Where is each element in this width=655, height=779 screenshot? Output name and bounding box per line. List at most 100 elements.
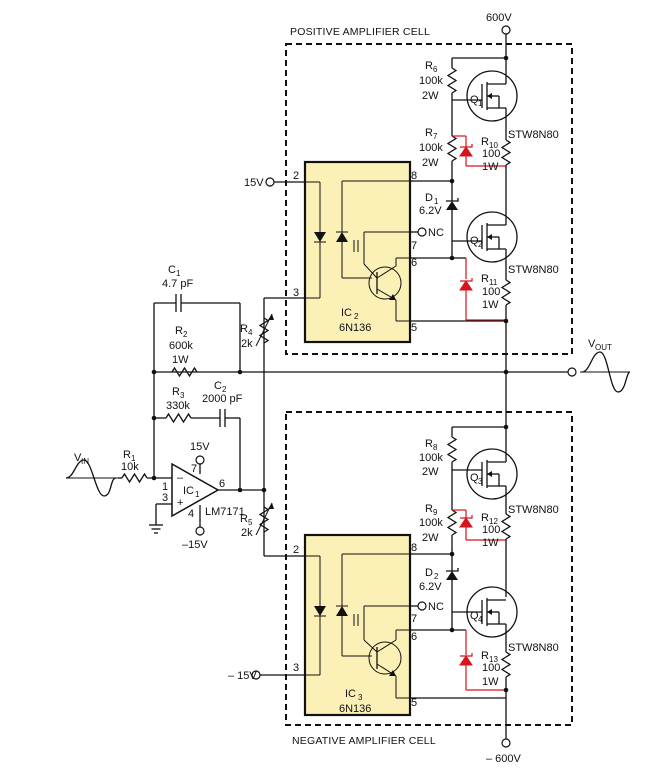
svg-text:1W: 1W <box>172 354 189 366</box>
mosfet-q1 <box>466 70 518 122</box>
svg-text:2: 2 <box>478 240 483 249</box>
svg-text:5: 5 <box>411 697 417 709</box>
svg-text:Q: Q <box>470 235 479 247</box>
resistor-r9 <box>446 509 458 536</box>
trimmer-r4 <box>258 317 270 344</box>
svg-text:R: R <box>425 60 433 72</box>
resistor-r1 <box>121 472 148 484</box>
svg-text:5: 5 <box>248 518 253 527</box>
positive-cell-outline <box>285 43 573 355</box>
zener-d2 <box>446 571 458 580</box>
svg-text:2W: 2W <box>422 90 439 102</box>
neg-hv-label: – 600V <box>486 753 522 765</box>
svg-text:STW8N80: STW8N80 <box>508 129 559 141</box>
svg-text:IC: IC <box>345 688 356 700</box>
svg-text:1: 1 <box>131 454 136 463</box>
svg-text:1: 1 <box>162 481 168 493</box>
svg-text:2W: 2W <box>422 532 439 544</box>
resistor-r12 <box>500 513 512 540</box>
zener-red-neg-2 <box>459 655 473 666</box>
svg-text:1W: 1W <box>482 537 499 549</box>
svg-text:R: R <box>481 136 489 148</box>
resistor-r6 <box>446 67 458 94</box>
svg-text:C: C <box>214 380 222 392</box>
svg-text:R: R <box>425 503 433 515</box>
svg-text:Q: Q <box>470 610 479 622</box>
svg-text:100k: 100k <box>419 142 443 154</box>
svg-text:C: C <box>168 264 176 276</box>
svg-text:100k: 100k <box>419 452 443 464</box>
svg-text:9: 9 <box>433 508 438 517</box>
svg-text:R: R <box>481 512 489 524</box>
svg-text:Q: Q <box>470 472 479 484</box>
svg-text:4: 4 <box>188 508 194 520</box>
resistor-r11 <box>500 279 512 306</box>
svg-text:330k: 330k <box>166 400 190 412</box>
svg-text:4: 4 <box>248 328 253 337</box>
svg-text:6N136: 6N136 <box>339 703 371 715</box>
negative-cell-outline <box>285 411 573 726</box>
svg-text:V: V <box>74 452 82 464</box>
svg-text:6N136: 6N136 <box>339 322 371 334</box>
svg-text:8: 8 <box>411 542 417 554</box>
svg-text:NC: NC <box>428 601 444 613</box>
svg-text:1: 1 <box>195 490 200 499</box>
svg-text:R: R <box>172 386 180 398</box>
svg-text:–15V: –15V <box>182 539 208 551</box>
zener-red-pos-1 <box>459 146 473 157</box>
pos-hv-terminal <box>501 25 511 35</box>
svg-text:8: 8 <box>433 443 438 452</box>
svg-text:1W: 1W <box>482 161 499 173</box>
svg-text:R: R <box>425 438 433 450</box>
svg-text:10k: 10k <box>121 461 139 473</box>
svg-text:2: 2 <box>293 170 299 182</box>
svg-text:7: 7 <box>191 463 197 475</box>
svg-text:R: R <box>481 273 489 285</box>
svg-text:100: 100 <box>482 524 500 536</box>
svg-text:15V: 15V <box>190 441 210 453</box>
svg-text:STW8N80: STW8N80 <box>508 264 559 276</box>
svg-text:7: 7 <box>411 240 417 252</box>
svg-text:600k: 600k <box>169 340 193 352</box>
svg-text:IC: IC <box>341 307 352 319</box>
svg-text:1: 1 <box>176 269 181 278</box>
svg-text:– 15V: – 15V <box>228 670 257 682</box>
svg-text:2000 pF: 2000 pF <box>202 393 243 405</box>
svg-text:3: 3 <box>293 287 299 299</box>
svg-text:2: 2 <box>434 572 439 581</box>
svg-text:IN: IN <box>81 457 89 466</box>
resistor-r10 <box>500 139 512 166</box>
svg-text:6.2V: 6.2V <box>419 205 442 217</box>
svg-text:10: 10 <box>489 141 498 150</box>
resistor-r8 <box>446 436 458 463</box>
svg-text:2W: 2W <box>422 157 439 169</box>
svg-text:3: 3 <box>162 492 168 504</box>
svg-text:IC: IC <box>183 485 194 497</box>
svg-text:3: 3 <box>293 662 299 674</box>
zener-red-neg-1 <box>459 517 473 528</box>
svg-text:4.7 pF: 4.7 pF <box>162 278 193 290</box>
vout-terminal <box>567 367 577 377</box>
zener-d1 <box>446 201 458 210</box>
svg-text:NC: NC <box>428 227 444 239</box>
positive-cell-label: POSITIVE AMPLIFIER CELL <box>290 26 430 38</box>
svg-text:7: 7 <box>411 613 417 625</box>
svg-text:100: 100 <box>482 286 500 298</box>
svg-text:LM7171: LM7171 <box>205 506 245 518</box>
svg-text:7: 7 <box>433 132 438 141</box>
svg-text:2k: 2k <box>241 527 253 539</box>
svg-text:6.2V: 6.2V <box>419 581 442 593</box>
svg-text:3: 3 <box>180 391 185 400</box>
opamp-ic1 <box>171 462 220 518</box>
svg-text:11: 11 <box>489 278 498 287</box>
svg-text:6: 6 <box>219 478 225 490</box>
svg-text:R: R <box>123 449 131 461</box>
svg-text:D: D <box>425 192 433 204</box>
svg-text:3: 3 <box>358 693 363 702</box>
svg-text:–: – <box>177 472 184 484</box>
svg-text:2: 2 <box>222 385 227 394</box>
svg-text:100: 100 <box>482 148 500 160</box>
mosfet-q3 <box>466 448 518 500</box>
svg-text:R: R <box>425 127 433 139</box>
